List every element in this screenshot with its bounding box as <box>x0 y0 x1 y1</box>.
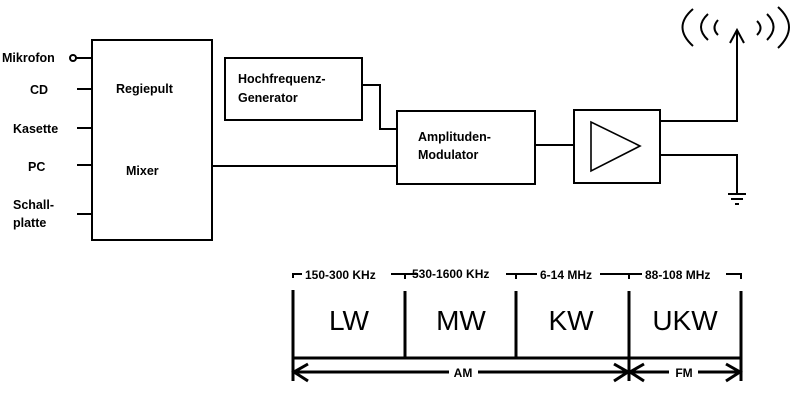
band-label-ukw: UKW <box>652 305 718 336</box>
input-label-cd: CD <box>30 83 48 97</box>
mixer-label-bottom: Mixer <box>126 164 159 178</box>
mixer-label-top: Regiepult <box>116 82 174 96</box>
am-span-arrow <box>291 362 631 383</box>
hf-generator-box <box>224 57 363 121</box>
hf-generator-label-1: Hochfrequenz- <box>238 72 326 86</box>
wave-left-middle <box>700 13 709 41</box>
antenna-arrowhead <box>729 27 745 44</box>
modulator-label-1: Amplituden- <box>418 130 491 144</box>
wave-right-outer <box>777 6 790 49</box>
input-label-schallplatte-2: platte <box>13 216 46 230</box>
modulator-box <box>396 110 536 185</box>
wave-right-middle <box>766 13 775 41</box>
wave-left-inner <box>713 19 719 36</box>
bracket-ukw-right <box>726 273 742 279</box>
band-label-kw: KW <box>548 305 594 336</box>
band-chart: 150-300 KHz 530-1600 KHz 6-14 MHz 88-108… <box>291 267 743 383</box>
input-cd: CD <box>30 83 92 97</box>
hf-generator-label-2: Generator <box>238 91 298 105</box>
microphone-jack-icon <box>69 54 77 62</box>
range-label-mw: 530-1600 KHz <box>412 267 489 281</box>
bracket-lw-left <box>292 273 302 278</box>
group-label-am: AM <box>454 366 473 380</box>
hf-to-modulator-line <box>362 84 397 130</box>
wave-right-inner <box>756 20 762 36</box>
ground-icon <box>728 193 746 205</box>
amplifier-triangle-icon <box>590 120 642 173</box>
amplifier-to-antenna-line <box>660 30 738 122</box>
group-label-fm: FM <box>675 366 692 380</box>
range-label-kw: 6-14 MHz <box>540 268 592 282</box>
input-label-schallplatte-1: Schall- <box>13 198 54 212</box>
fm-span-arrow <box>627 362 743 383</box>
input-mikrofon: Mikrofon <box>2 51 92 65</box>
input-label-mikrofon: Mikrofon <box>2 51 55 65</box>
band-label-mw: MW <box>436 305 486 336</box>
modulator-label-2: Modulator <box>418 148 479 162</box>
mixer-box <box>91 39 213 241</box>
input-label-pc: PC <box>28 160 45 174</box>
input-label-kasette: Kasette <box>13 122 58 136</box>
range-brackets <box>292 273 742 279</box>
band-label-lw: LW <box>329 305 369 336</box>
input-pc: PC <box>28 160 92 174</box>
amplifier-to-ground-line <box>660 154 738 194</box>
range-label-ukw: 88-108 MHz <box>645 268 710 282</box>
input-schallplatte: Schall- platte <box>13 198 92 230</box>
range-label-lw: 150-300 KHz <box>305 268 376 282</box>
antenna-icon <box>681 6 790 49</box>
input-kasette: Kasette <box>13 122 92 136</box>
wave-left-outer <box>681 8 694 47</box>
